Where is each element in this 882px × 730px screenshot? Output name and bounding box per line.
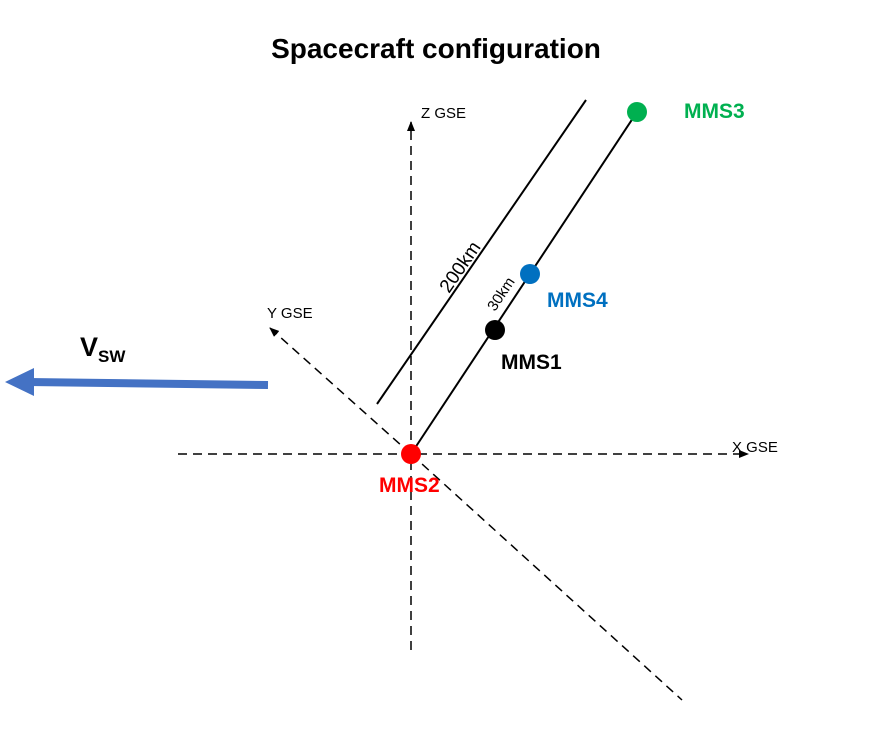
mms4-dot	[520, 264, 540, 284]
vsw-subscript: SW	[98, 347, 126, 366]
solar-wind-velocity-label: VSW	[80, 332, 126, 366]
x-axis-label: X GSE	[732, 439, 778, 456]
mms1-label: MMS1	[501, 351, 562, 374]
mms4-label: MMS4	[547, 289, 608, 312]
y-axis-label: Y GSE	[267, 305, 313, 322]
mms2-dot	[401, 444, 421, 464]
distance-label-30km: 30km	[484, 274, 518, 314]
scale-line-200km	[376, 99, 587, 405]
diagram-title: Spacecraft configuration	[271, 33, 601, 64]
mms2-label: MMS2	[379, 474, 440, 497]
y-axis-lower	[410, 453, 683, 701]
vsw-symbol: V	[80, 332, 98, 362]
y-axis-upper	[269, 327, 412, 455]
mms3-label: MMS3	[684, 100, 745, 123]
mms1-dot	[485, 320, 505, 340]
mms3-dot	[627, 102, 647, 122]
distance-label-200km: 200km	[436, 238, 486, 297]
spacecraft-formation-line	[410, 111, 638, 455]
z-axis-label: Z GSE	[421, 105, 466, 122]
solar-wind-arrow	[5, 368, 269, 396]
